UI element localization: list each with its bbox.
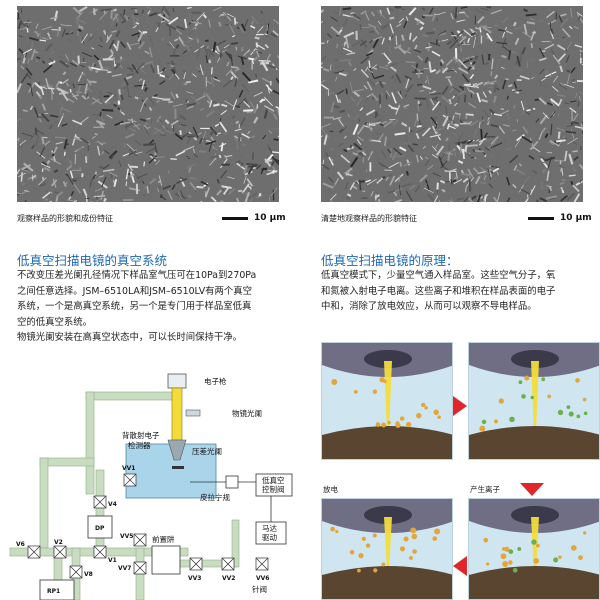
label-electron-gun: 电子枪 (204, 376, 227, 386)
label-vv7: VV7 (118, 565, 131, 572)
valve-v1-icon (93, 545, 107, 559)
valve-v2-icon (53, 545, 67, 559)
label-vv6: VV6 (256, 575, 269, 582)
label-vv1: VV1 (122, 465, 135, 472)
label-motor-2: 驱动 (262, 532, 277, 542)
paragraph-line: 和氮被入射电子电离。这些离子和堆积在样品表面的电子 (321, 285, 556, 297)
objective-aperture (185, 409, 201, 417)
label-rp1: RP1 (47, 588, 60, 595)
prechamber (151, 545, 181, 575)
valve-vv6-icon (255, 557, 269, 571)
scale-bar-label: 10 μm (254, 213, 286, 223)
label-piranha-gauge: 皮拉宁规 (200, 492, 230, 502)
valve-v8-icon (69, 565, 83, 579)
sem-caption-right: 清楚地观察样品的形貌特征 (321, 214, 417, 223)
valve-vv7-icon (133, 561, 147, 575)
label-v6: V6 (16, 541, 25, 548)
paragraph-line: 中和，消除了放电效应，从而可以观察不导电样品。 (321, 301, 537, 313)
sem-caption-left: 观察样品的形貌和成份特征 (17, 214, 113, 223)
arrow-down-icon (520, 483, 544, 496)
label-bse-detector-1: 背散射电子 (122, 430, 160, 440)
specimen-stage (172, 466, 184, 469)
scale-bar-label: 10 μm (560, 213, 592, 223)
label-v4: V4 (108, 501, 117, 508)
scale-bar-line (222, 216, 248, 220)
label-v8: V8 (84, 571, 93, 578)
paragraph-line: 空的低真空系统。 (17, 316, 93, 328)
valve-vv3-icon (189, 557, 203, 571)
label-vv3: VV3 (188, 575, 201, 582)
principle-panel-4 (468, 498, 600, 600)
vacuum-system-diagram: 电子枪 物镜光阑 背散射电子 检测器 压差光阑 皮拉宁规 低真空 控制阀 马达 … (0, 370, 300, 600)
piranha-gauge (225, 475, 239, 489)
lv-control-valve (255, 473, 293, 497)
arrow-right-icon (453, 396, 467, 416)
valve-vv1-icon (123, 473, 137, 487)
scale-bar-line (528, 216, 554, 220)
sem-image-left (17, 6, 279, 202)
label-lv-control-2: 控制阀 (262, 484, 285, 494)
electron-gun (167, 373, 187, 389)
label-needle-valve: 针阀 (252, 584, 267, 594)
label-vv5: VV5 (120, 533, 133, 540)
paragraph-line: 不改变压差光阑孔径情况下样品室气压可在10Pa到270Pa (17, 270, 257, 281)
electron-column (171, 387, 183, 441)
section-title-principle: 低真空扫描电镜的原理： (321, 253, 459, 268)
principle-panel-3 (321, 498, 453, 600)
rotary-pump (39, 579, 75, 600)
principle-panel-charging (321, 342, 453, 460)
label-pressure-aperture: 压差光阑 (192, 446, 222, 456)
label-motor-1: 马达 (262, 523, 277, 533)
scale-bar-left: 10 μm (222, 213, 286, 223)
principle-panel-ion-generation (468, 342, 600, 460)
paragraph-line: 物镜光阑安装在高真空状态中，可以长时间保持干净。 (17, 332, 243, 344)
pressure-aperture (167, 439, 187, 461)
valve-v6-icon (27, 545, 41, 559)
paragraph-line: 系统，一个是高真空系统，另一个是专门用于样品室低真 (17, 301, 252, 313)
label-bse-detector-2: 检测器 (128, 440, 151, 450)
diffusion-pump (87, 515, 113, 539)
specimen-chamber (125, 443, 217, 499)
label-v1: V1 (108, 557, 117, 564)
scale-bar-right: 10 μm (528, 213, 592, 223)
sem-image-right (321, 6, 583, 202)
paragraph-line: 之间任意选择。JSM–6510LA和JSM–6510LV有两个真空 (17, 285, 253, 297)
principle-paragraph: 低真空模式下，少量空气通入样品室。这些空气分子，氧 和氮被入射电子电离。这些离子… (321, 268, 600, 315)
valve-vv5-icon (133, 533, 147, 547)
valve-v4-icon (93, 495, 107, 509)
vacuum-system-paragraph: 不改变压差光阑孔径情况下样品室气压可在10Pa到270Pa 之间任意选择。JSM… (17, 268, 307, 346)
arrow-left-icon (453, 556, 467, 576)
label-vv2: VV2 (222, 575, 235, 582)
section-title-vacuum-system: 低真空扫描电镜的真空系统 (17, 253, 168, 268)
panel-label-charging: 放电 (323, 485, 338, 494)
label-lv-control-1: 低真空 (262, 475, 285, 485)
paragraph-line: 低真空模式下，少量空气通入样品室。这些空气分子，氧 (321, 270, 556, 281)
label-prechamber: 前置阱 (152, 534, 175, 544)
panel-label-ion-generation: 产生离子 (470, 485, 500, 494)
label-dp: DP (95, 525, 105, 532)
label-objective-aperture: 物镜光阑 (232, 408, 262, 418)
valve-vv2-icon (221, 557, 235, 571)
label-v2: V2 (54, 539, 63, 546)
